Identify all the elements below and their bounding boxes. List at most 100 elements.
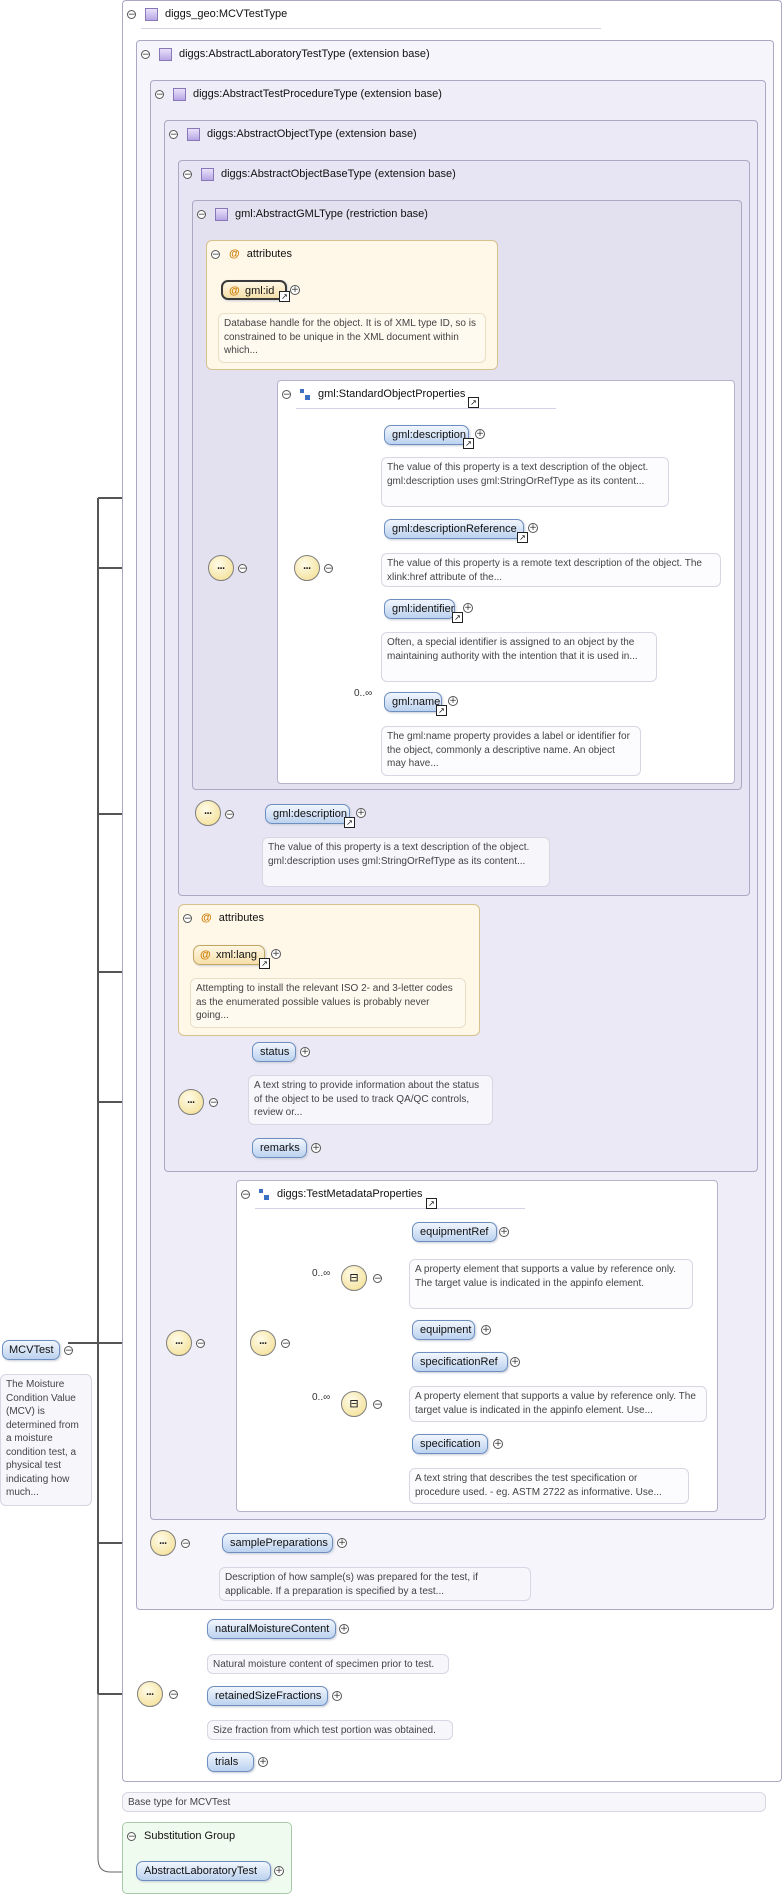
element-mcvtest[interactable]: MCVTest xyxy=(2,1340,60,1360)
expand-icon[interactable]: + xyxy=(258,1757,268,1767)
expand-icon[interactable]: + xyxy=(290,285,300,295)
expand-icon[interactable]: + xyxy=(332,1691,342,1701)
element-sample-preparations[interactable]: samplePreparations xyxy=(222,1533,333,1553)
collapse-icon[interactable]: − xyxy=(196,1339,205,1349)
element-retained-size-fractions[interactable]: retainedSizeFractions xyxy=(207,1686,328,1706)
sequence-compositor-icon[interactable]: ⋯ xyxy=(195,800,221,826)
collapse-icon[interactable]: − xyxy=(373,1274,382,1284)
element-doc: The value of this property is a text des… xyxy=(381,457,669,507)
element-gml-description[interactable]: gml:description xyxy=(384,425,469,445)
frame-header: − diggs:AbstractObjectBaseType (extensio… xyxy=(183,164,456,184)
expand-icon[interactable]: + xyxy=(339,1624,349,1634)
element-specification[interactable]: specification xyxy=(412,1434,488,1454)
group-title: diggs:TestMetadataProperties xyxy=(277,1188,423,1200)
sequence-compositor-icon[interactable]: ⋯ xyxy=(150,1530,176,1556)
sequence-compositor-icon[interactable]: ⋯ xyxy=(137,1681,163,1707)
sequence-compositor-icon[interactable]: ⋯ xyxy=(166,1330,192,1356)
expand-icon[interactable]: + xyxy=(493,1439,503,1449)
element-label: gml:identifier xyxy=(392,603,455,615)
element-gml-description[interactable]: gml:description xyxy=(265,804,350,824)
attribute-label: gml:id xyxy=(245,285,275,297)
collapse-icon[interactable]: − xyxy=(169,129,178,140)
expand-icon[interactable]: + xyxy=(356,808,366,818)
expand-icon[interactable]: + xyxy=(448,696,458,706)
link-arrow-icon[interactable]: ↗ xyxy=(259,958,270,969)
sequence-compositor-icon[interactable]: ⋯ xyxy=(208,555,234,581)
expand-icon[interactable]: + xyxy=(337,1538,347,1548)
collapse-icon[interactable]: − xyxy=(238,564,247,574)
element-status[interactable]: status xyxy=(252,1042,296,1062)
link-arrow-icon[interactable]: ↗ xyxy=(279,291,290,302)
expand-icon[interactable]: + xyxy=(300,1047,310,1057)
element-label: MCVTest xyxy=(9,1344,54,1356)
collapse-icon[interactable]: − xyxy=(373,1400,382,1410)
choice-compositor-icon[interactable]: ⊟ xyxy=(341,1391,367,1417)
sequence-compositor-icon[interactable]: ⋯ xyxy=(250,1330,276,1356)
element-doc: Often, a special identifier is assigned … xyxy=(381,632,657,682)
expand-icon[interactable]: + xyxy=(271,949,281,959)
sequence-compositor-icon[interactable]: ⋯ xyxy=(178,1089,204,1115)
collapse-icon[interactable]: − xyxy=(127,9,136,20)
collapse-icon[interactable]: − xyxy=(241,1189,250,1200)
sequence-compositor-icon[interactable]: ⋯ xyxy=(294,555,320,581)
link-arrow-icon[interactable]: ↗ xyxy=(468,397,479,408)
element-doc: Size fraction from which test portion wa… xyxy=(207,1720,453,1740)
element-label: status xyxy=(260,1046,290,1058)
collapse-icon[interactable]: − xyxy=(155,89,164,100)
collapse-icon[interactable]: − xyxy=(324,564,333,574)
element-label: remarks xyxy=(260,1142,300,1154)
collapse-icon[interactable]: − xyxy=(282,389,291,400)
link-arrow-icon[interactable]: ↗ xyxy=(426,1198,437,1209)
group-header: − gml:StandardObjectProperties xyxy=(282,384,465,404)
xml-lang-attribute[interactable]: @ xml:lang xyxy=(193,945,265,965)
substitution-group-box: − Substitution Group xyxy=(122,1822,292,1894)
element-gml-description-reference[interactable]: gml:descriptionReference xyxy=(384,519,524,539)
expand-icon[interactable]: + xyxy=(311,1143,321,1153)
collapse-icon[interactable]: − xyxy=(225,810,234,820)
collapse-icon[interactable]: − xyxy=(181,1539,190,1549)
link-arrow-icon[interactable]: ↗ xyxy=(463,438,474,449)
collapse-icon[interactable]: − xyxy=(127,1831,136,1842)
element-doc: The value of this property is a remote t… xyxy=(381,553,721,587)
element-label: samplePreparations xyxy=(230,1537,328,1549)
link-arrow-icon[interactable]: ↗ xyxy=(452,612,463,623)
link-arrow-icon[interactable]: ↗ xyxy=(344,817,355,828)
element-natural-moisture-content[interactable]: naturalMoistureContent xyxy=(207,1619,336,1639)
collapse-icon[interactable]: − xyxy=(169,1690,178,1700)
element-trials[interactable]: trials xyxy=(207,1752,254,1772)
element-equipment[interactable]: equipment xyxy=(412,1320,475,1340)
link-arrow-icon[interactable]: ↗ xyxy=(436,705,447,716)
choice-compositor-icon[interactable]: ⊟ xyxy=(341,1265,367,1291)
collapse-icon[interactable]: − xyxy=(281,1339,290,1349)
element-gml-name[interactable]: gml:name xyxy=(384,692,442,712)
collapse-icon[interactable]: − xyxy=(197,209,206,220)
expand-icon[interactable]: + xyxy=(475,429,485,439)
collapse-icon[interactable]: − xyxy=(183,169,192,180)
collapse-icon[interactable]: − xyxy=(183,913,192,924)
expand-icon[interactable]: + xyxy=(274,1866,284,1876)
collapse-icon[interactable]: − xyxy=(64,1346,73,1356)
element-label: naturalMoistureContent xyxy=(215,1623,330,1635)
gml-id-attribute[interactable]: @ gml:id xyxy=(221,280,287,300)
frame-title: diggs:AbstractTestProcedureType (extensi… xyxy=(193,88,442,100)
expand-icon[interactable]: + xyxy=(499,1227,509,1237)
element-label: gml:name xyxy=(392,696,441,708)
element-abstract-laboratory-test[interactable]: AbstractLaboratoryTest xyxy=(136,1861,271,1881)
collapse-icon[interactable]: − xyxy=(141,49,150,60)
element-equipment-ref[interactable]: equipmentRef xyxy=(412,1222,497,1242)
element-remarks[interactable]: remarks xyxy=(252,1138,307,1158)
attribute-icon: @ xyxy=(200,949,211,961)
complex-type-icon xyxy=(215,207,228,221)
collapse-icon[interactable]: − xyxy=(211,249,220,260)
frame-header: − diggs:AbstractTestProcedureType (exten… xyxy=(155,84,442,104)
element-gml-identifier[interactable]: gml:identifier xyxy=(384,599,455,619)
expand-icon[interactable]: + xyxy=(510,1357,520,1367)
element-specification-ref[interactable]: specificationRef xyxy=(412,1352,508,1372)
expand-icon[interactable]: + xyxy=(481,1325,491,1335)
expand-icon[interactable]: + xyxy=(463,603,473,613)
link-arrow-icon[interactable]: ↗ xyxy=(517,532,528,543)
collapse-icon[interactable]: − xyxy=(209,1098,218,1108)
frame-header: − diggs_geo:MCVTestType xyxy=(127,4,287,24)
divider xyxy=(255,1208,525,1209)
expand-icon[interactable]: + xyxy=(528,523,538,533)
